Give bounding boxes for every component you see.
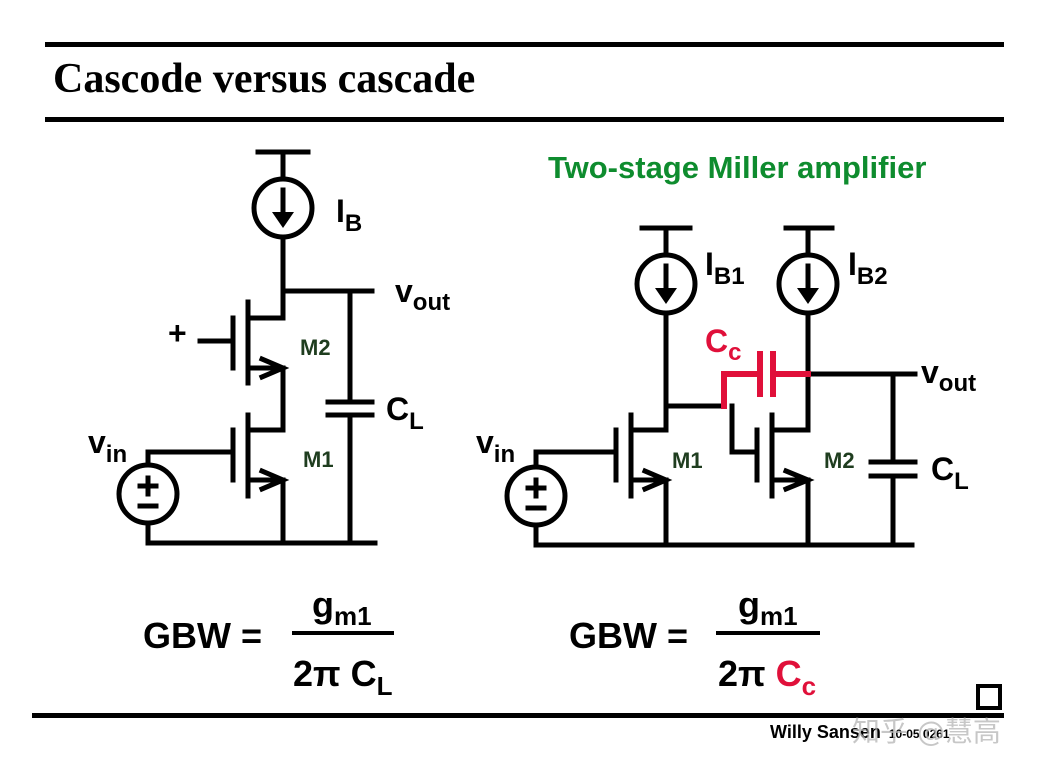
miller-subtitle: Two-stage Miller amplifier bbox=[548, 150, 927, 185]
cascode-eq-lhs: GBW = bbox=[143, 615, 262, 656]
miller-eq-numerator: gm1 bbox=[738, 584, 798, 631]
voltage-source-icon bbox=[116, 462, 180, 526]
cascode-vin-label: vin bbox=[88, 424, 127, 468]
miller-cc-label: Cc bbox=[705, 323, 741, 366]
footer-author: Willy Sansen bbox=[770, 722, 881, 742]
cascode-eq-numerator: gm1 bbox=[312, 584, 372, 631]
miller-ib2-label: IB2 bbox=[848, 246, 888, 290]
watermark: 知乎 @慧高 bbox=[852, 715, 1001, 748]
voltage-source-icon bbox=[504, 464, 568, 528]
miller-labels: IB1 IB2 Cc vout vin M1 M2 CL bbox=[476, 246, 976, 495]
top-rule bbox=[45, 42, 1004, 47]
square-icon[interactable] bbox=[976, 684, 1002, 710]
current-source-icon bbox=[634, 252, 698, 316]
miller-eq-denominator: 2π Cc bbox=[718, 653, 816, 701]
miller-m1-label: M1 bbox=[672, 448, 703, 473]
footer: Willy Sansen 10-05 0261 bbox=[770, 722, 950, 743]
cascode-vout-label: vout bbox=[395, 273, 450, 316]
cascode-circuit bbox=[116, 149, 378, 546]
page-title: Cascode versus cascade bbox=[53, 56, 476, 102]
cascode-labels: IB vout + M2 M1 CL vin bbox=[88, 193, 450, 472]
miller-eq-lhs: GBW = bbox=[569, 615, 688, 656]
title-underline bbox=[45, 117, 1004, 122]
cascode-m1-label: M1 bbox=[303, 447, 334, 472]
bottom-rule bbox=[32, 713, 1004, 718]
cascode-cl-label: CL bbox=[386, 391, 424, 435]
cascode-plus-label: + bbox=[168, 315, 187, 351]
miller-vout-label: vout bbox=[921, 354, 976, 397]
miller-ib1-label: IB1 bbox=[705, 246, 745, 290]
footer-number: 10-05 0261 bbox=[888, 727, 950, 741]
current-source-icon bbox=[776, 252, 840, 316]
miller-gbw-equation: GBW = gm1 2π Cc bbox=[569, 584, 820, 701]
miller-vin-label: vin bbox=[476, 424, 515, 468]
cascode-gbw-equation: GBW = gm1 2π CL bbox=[143, 584, 394, 701]
cascode-bias-label: IB bbox=[336, 193, 362, 237]
miller-cl-label: CL bbox=[931, 451, 969, 495]
cascode-eq-denominator: 2π CL bbox=[293, 653, 393, 701]
cascode-m2-label: M2 bbox=[300, 335, 331, 360]
miller-compensation-capacitor bbox=[721, 351, 811, 409]
miller-m2-label: M2 bbox=[824, 448, 855, 473]
current-source-icon bbox=[251, 176, 315, 240]
